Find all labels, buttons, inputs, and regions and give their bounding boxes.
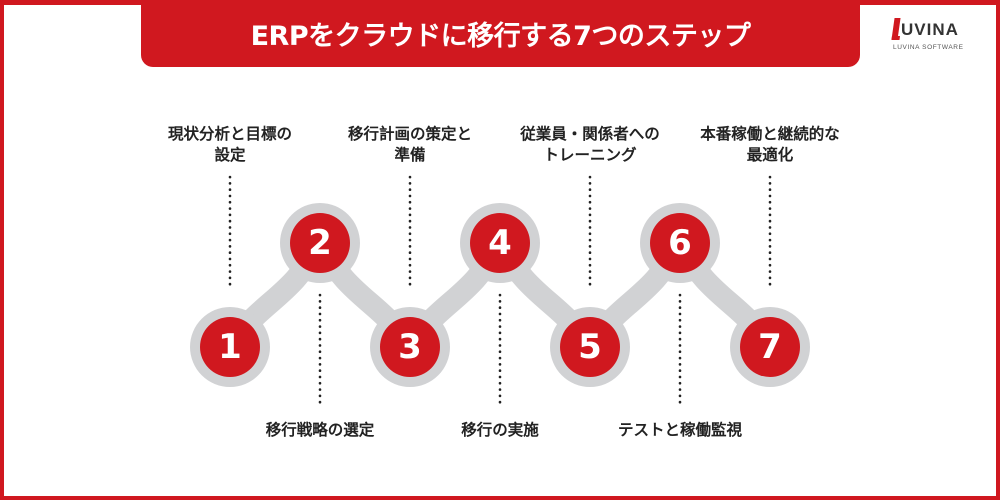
step-3-label-line2: 準備 — [394, 146, 426, 164]
step-2-badge: 2 — [308, 223, 332, 263]
luvina-logo: UVINA LUVINA SOFTWARE — [891, 18, 971, 58]
step-3-label-line1: 移行計画の策定と — [347, 125, 472, 143]
step-5-label-line2: トレーニング — [543, 146, 637, 164]
step-7-label-line2: 最適化 — [746, 146, 794, 164]
step-6-label: テストと稼働監視 — [617, 421, 742, 439]
logo-wordmark: UVINA — [901, 20, 959, 39]
step-3-badge: 3 — [398, 327, 422, 367]
step-1-label-line1: 現状分析と目標の — [167, 125, 292, 143]
logo-subtitle: LUVINA SOFTWARE — [893, 44, 964, 51]
step-1-label-line2: 設定 — [214, 146, 246, 164]
step-1-label: 現状分析と目標の 設定 — [130, 124, 330, 166]
step-6-badge: 6 — [668, 223, 692, 263]
step-7-badge: 7 — [758, 327, 782, 367]
step-5-label: 従業員・関係者への トレーニング — [490, 124, 690, 166]
step-5-badge: 5 — [578, 327, 602, 367]
step-3-label: 移行計画の策定と 準備 — [310, 124, 510, 166]
step-4-badge: 4 — [488, 223, 512, 263]
title-banner: ERPをクラウドに移行する7つのステップ — [141, 0, 860, 67]
step-7-label-line1: 本番稼働と継続的な — [700, 125, 840, 143]
page-title: ERPをクラウドに移行する7つのステップ — [250, 21, 751, 52]
step-5-label-line1: 従業員・関係者への — [520, 125, 660, 143]
step-7-label: 本番稼働と継続的な 最適化 — [670, 124, 870, 166]
step-4-label: 移行の実施 — [461, 421, 539, 439]
step-2-label: 移行戦略の選定 — [265, 421, 375, 439]
step-1-badge: 1 — [218, 327, 242, 367]
